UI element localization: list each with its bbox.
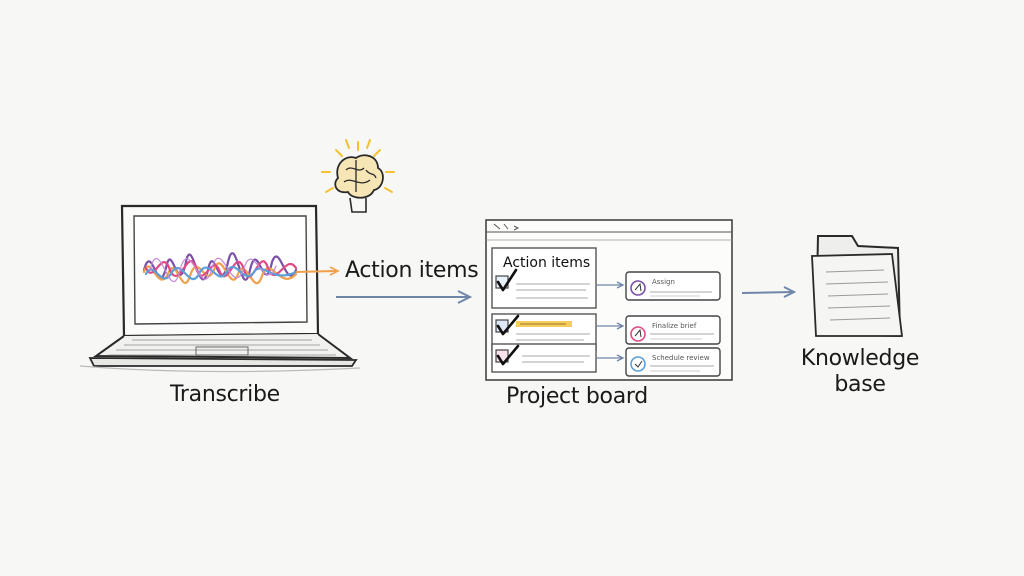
laptop-icon (79, 204, 361, 373)
brain-icon (321, 139, 395, 213)
folder-icon (811, 235, 904, 338)
arrow-to-knowledge-base (741, 286, 797, 298)
knowledge-base-line-1: Knowledge (800, 346, 920, 371)
step-label-project-board: Project board (506, 384, 648, 409)
card-text-1: Assign (652, 278, 675, 286)
board-heading: Action items (503, 255, 591, 271)
card-text-3: Schedule review (652, 354, 710, 362)
transcript-arrow (295, 270, 337, 273)
board-card (625, 315, 721, 345)
step-label-transcribe: Transcribe (170, 382, 280, 407)
knowledge-base-line-2: base (834, 372, 886, 397)
board-card (625, 347, 721, 377)
step-label-action-items: Action items (345, 258, 479, 283)
step-label-knowledge-base: Knowledge base (800, 346, 920, 398)
project-board-window: Assign Finalize brief Schedule review (485, 219, 733, 381)
card-text-2: Finalize brief (652, 322, 697, 330)
arrow-to-board (336, 290, 473, 304)
audio-waveform (142, 252, 298, 285)
board-card (625, 271, 721, 301)
